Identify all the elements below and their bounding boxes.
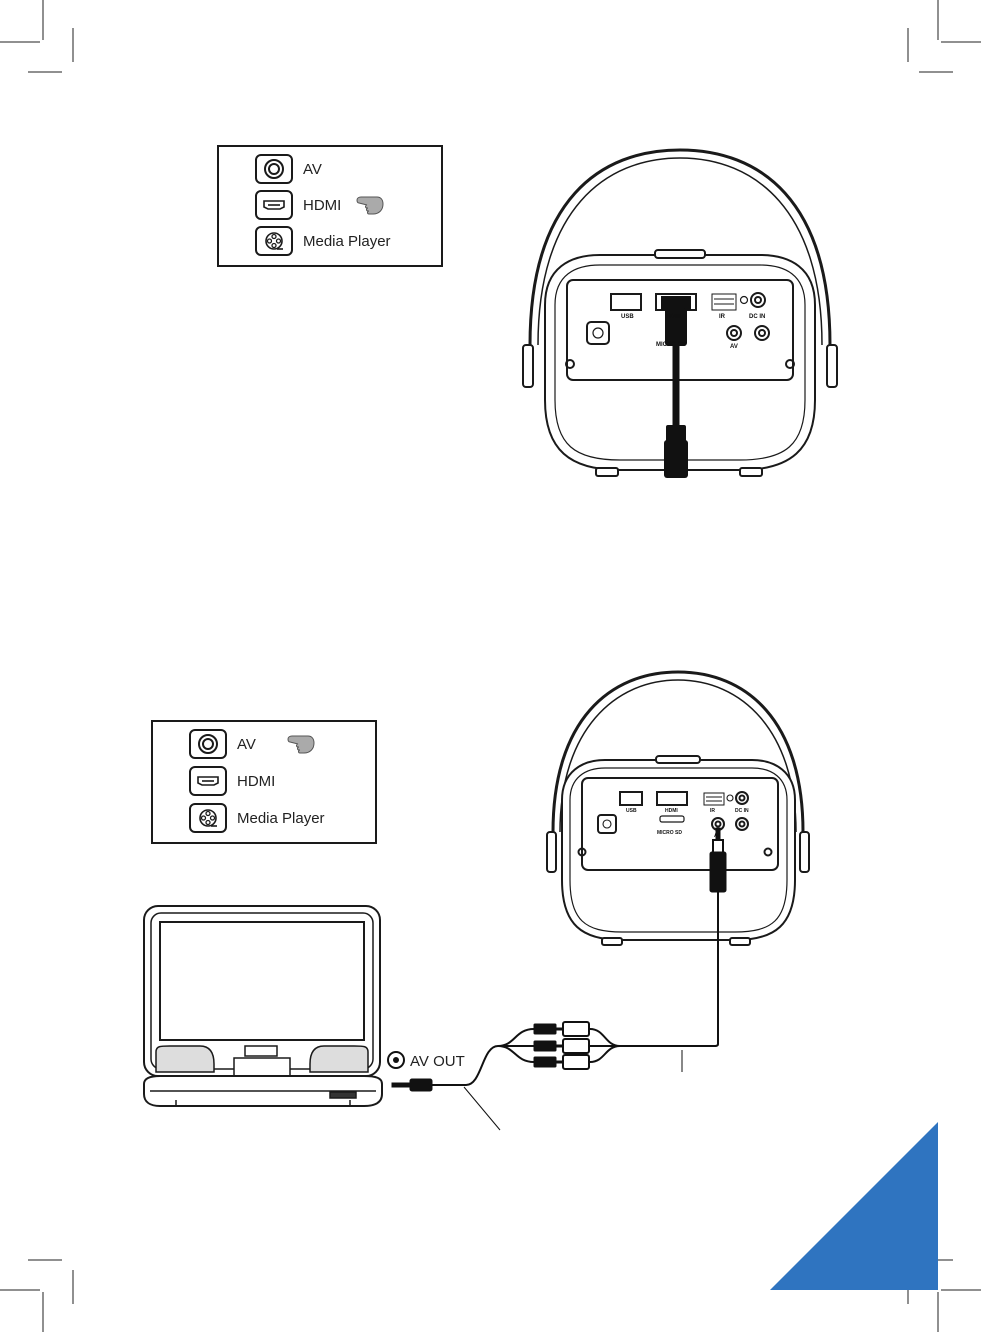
hdmi-port-icon: [255, 190, 293, 220]
corner-triangle: [770, 1122, 938, 1290]
menu-item-label: Media Player: [237, 810, 325, 827]
av-circle-icon: [255, 154, 293, 184]
source-menu-bottom: AV HDMI Media Player: [151, 720, 377, 844]
port-label-ir-bottom: IR: [710, 808, 715, 814]
port-label-hdmi-top: HDMI: [666, 314, 682, 320]
hand-pointer-icon: [286, 733, 316, 755]
projector-bottom: [547, 672, 809, 945]
menu-item-label: Media Player: [303, 233, 391, 250]
menu-item-hdmi[interactable]: HDMI: [189, 765, 275, 797]
portable-dvd-player: [144, 906, 382, 1106]
port-label-microsd-top: MICRO SD: [656, 342, 687, 348]
menu-item-av[interactable]: AV: [255, 153, 322, 185]
port-label-usb-top: USB: [621, 314, 634, 320]
media-player-icon: [255, 226, 293, 256]
port-label-hdmi-bottom: HDMI: [665, 808, 678, 814]
port-label-ir-top: IR: [719, 314, 726, 320]
menu-item-hdmi[interactable]: HDMI: [255, 189, 385, 221]
menu-item-media-player[interactable]: Media Player: [189, 802, 325, 834]
menu-item-label: AV: [237, 736, 256, 753]
hdmi-port-icon: [189, 766, 227, 796]
av-out-label: AV OUT: [410, 1053, 465, 1070]
source-menu-top: AV HDMI Media Player: [217, 145, 443, 267]
port-label-usb-bottom: USB: [626, 808, 637, 814]
port-label-dcin-bottom: DC IN: [735, 808, 749, 814]
port-label-av-bottom: AV: [714, 833, 721, 839]
media-player-icon: [189, 803, 227, 833]
menu-item-label: AV: [303, 161, 322, 178]
menu-item-media-player[interactable]: Media Player: [255, 225, 391, 257]
menu-item-av[interactable]: AV: [189, 728, 316, 760]
menu-item-label: HDMI: [237, 773, 275, 790]
port-label-microsd-bottom: MICRO SD: [657, 830, 682, 836]
av-circle-icon: [189, 729, 227, 759]
port-label-dcin-top: DC IN: [749, 314, 765, 320]
port-label-av-top: AV: [730, 344, 738, 350]
menu-item-label: HDMI: [303, 197, 341, 214]
hand-pointer-icon: [355, 194, 385, 216]
